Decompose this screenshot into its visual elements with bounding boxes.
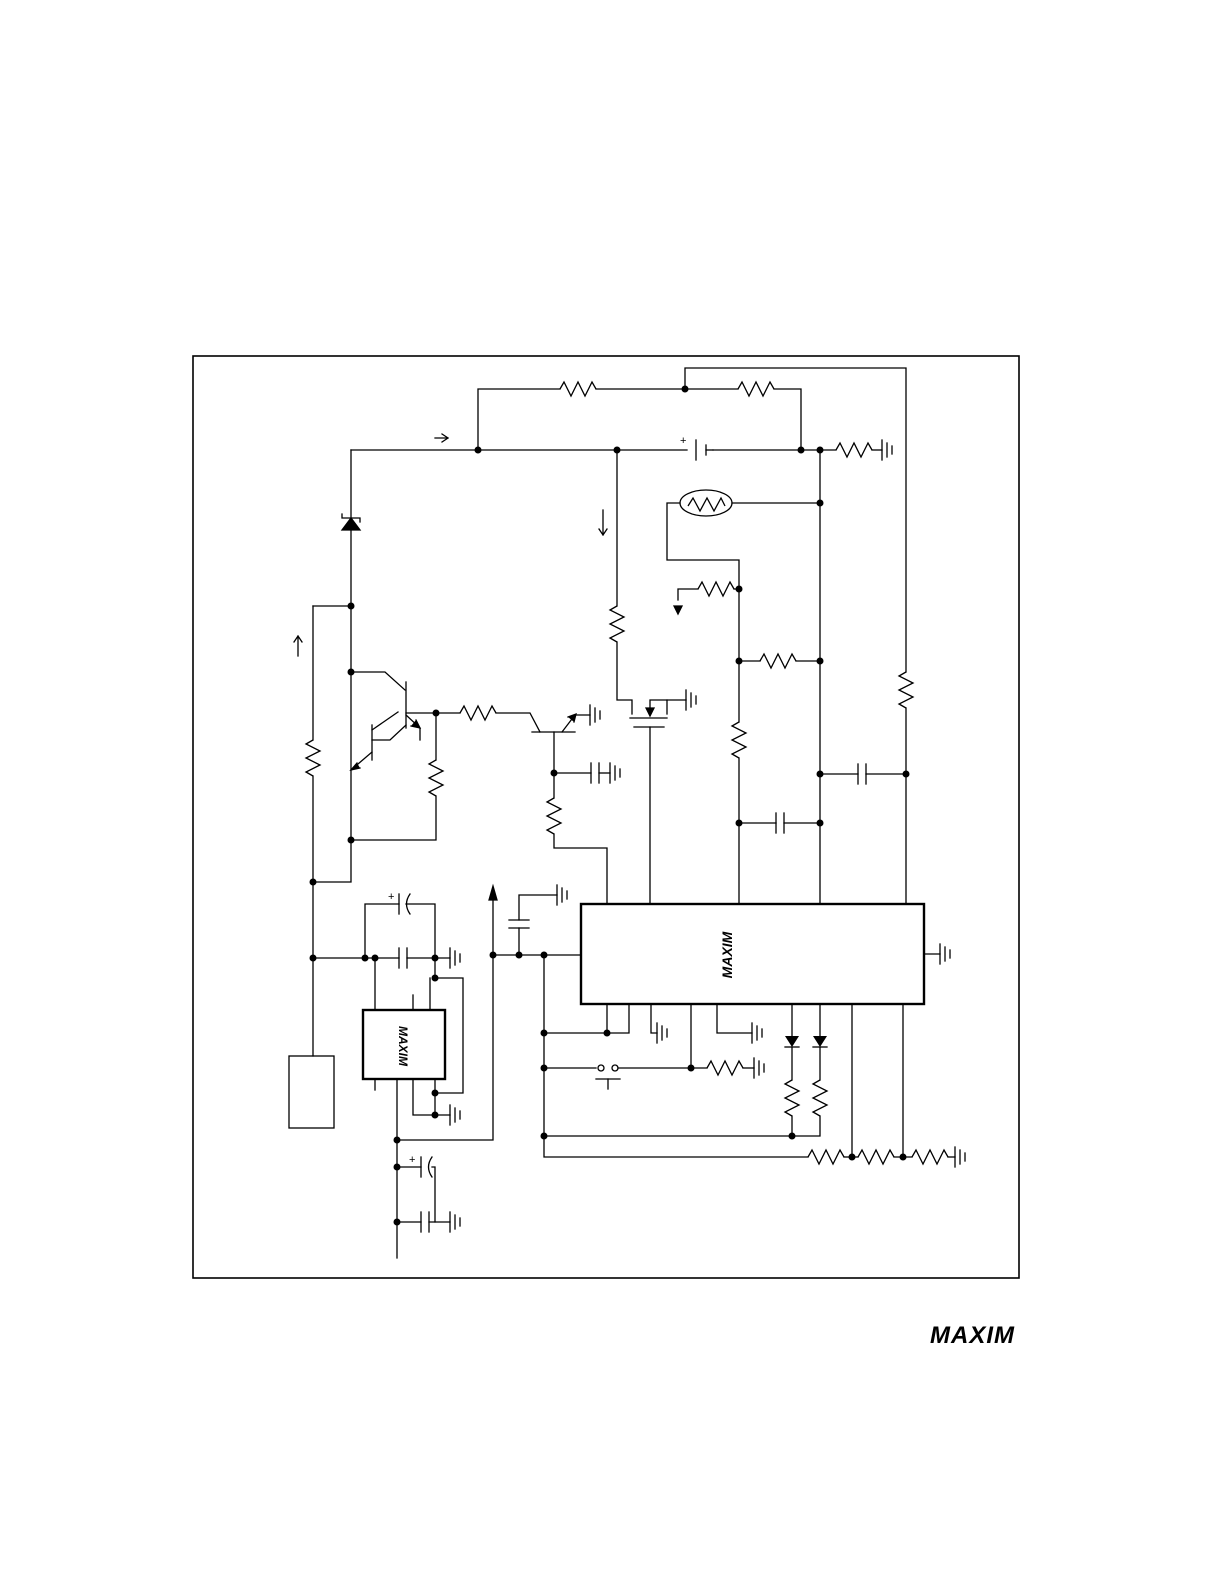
input-source-box <box>288 1055 335 1129</box>
resistor-thermistor-bias <box>697 580 735 598</box>
resistor-base <box>459 704 497 722</box>
main-ic-body <box>579 902 926 1006</box>
arrow-down-icon <box>672 605 684 616</box>
switch-contact <box>597 1064 605 1072</box>
resistor-sense <box>835 441 873 459</box>
main-ic: MAXIM <box>579 902 951 1006</box>
resistor-led-1 <box>783 1079 801 1117</box>
led-icon <box>813 1036 827 1047</box>
resistor-led-2 <box>811 1079 829 1117</box>
mosfet-section <box>598 449 915 904</box>
current-arrow-up <box>293 634 303 657</box>
current-arrow-down <box>598 509 608 537</box>
maxim-logo: MAXIM <box>930 1322 1015 1349</box>
resistor-input <box>304 739 322 777</box>
resistor-divider-2 <box>857 1148 895 1166</box>
ground-icon <box>656 1022 668 1044</box>
resistor-gate <box>608 605 626 643</box>
resistor-lower <box>730 721 748 759</box>
ground-icon <box>449 1211 461 1233</box>
ground-icon <box>609 762 621 784</box>
resistor-darlington-be <box>427 759 445 797</box>
small-ic-logo: MAXIM <box>396 1026 410 1067</box>
ground-icon <box>449 947 461 969</box>
ground-icon <box>449 1104 461 1126</box>
regulator-section: + MAXIM + <box>312 883 498 1259</box>
ground-icon <box>939 943 951 965</box>
small-ic-body <box>361 1008 447 1081</box>
top-rail: + <box>350 367 907 673</box>
input-section <box>288 449 621 1129</box>
battery-plus-mark: + <box>680 435 686 447</box>
cap-plus-mark: + <box>388 891 394 903</box>
ground-icon <box>954 1146 966 1168</box>
cap-plus-mark-2: + <box>409 1154 415 1166</box>
arrow-up-icon <box>488 883 498 901</box>
resistor-top-left <box>559 380 597 398</box>
ground-icon <box>685 689 697 711</box>
led-icon <box>785 1036 799 1047</box>
resistor-switch-pull <box>706 1059 744 1077</box>
ground-icon <box>753 1057 765 1079</box>
current-arrow-right <box>434 433 450 443</box>
ground-icon <box>556 884 568 906</box>
bottom-network <box>492 884 966 1168</box>
junction-dots <box>309 385 910 1226</box>
resistor-top-right <box>737 380 775 398</box>
ground-icon <box>589 704 601 726</box>
resistor-divider-3 <box>911 1148 949 1166</box>
main-ic-logo: MAXIM <box>719 931 735 978</box>
resistor-divider-1 <box>807 1148 845 1166</box>
diode-icon <box>340 516 362 531</box>
resistor-right <box>897 671 915 709</box>
ground-icon <box>881 439 893 461</box>
resistor-driver <box>545 797 563 835</box>
resistor-mid <box>759 652 797 670</box>
ground-icon <box>751 1022 763 1044</box>
figure-frame <box>192 355 1020 1279</box>
switch-contact <box>611 1064 619 1072</box>
